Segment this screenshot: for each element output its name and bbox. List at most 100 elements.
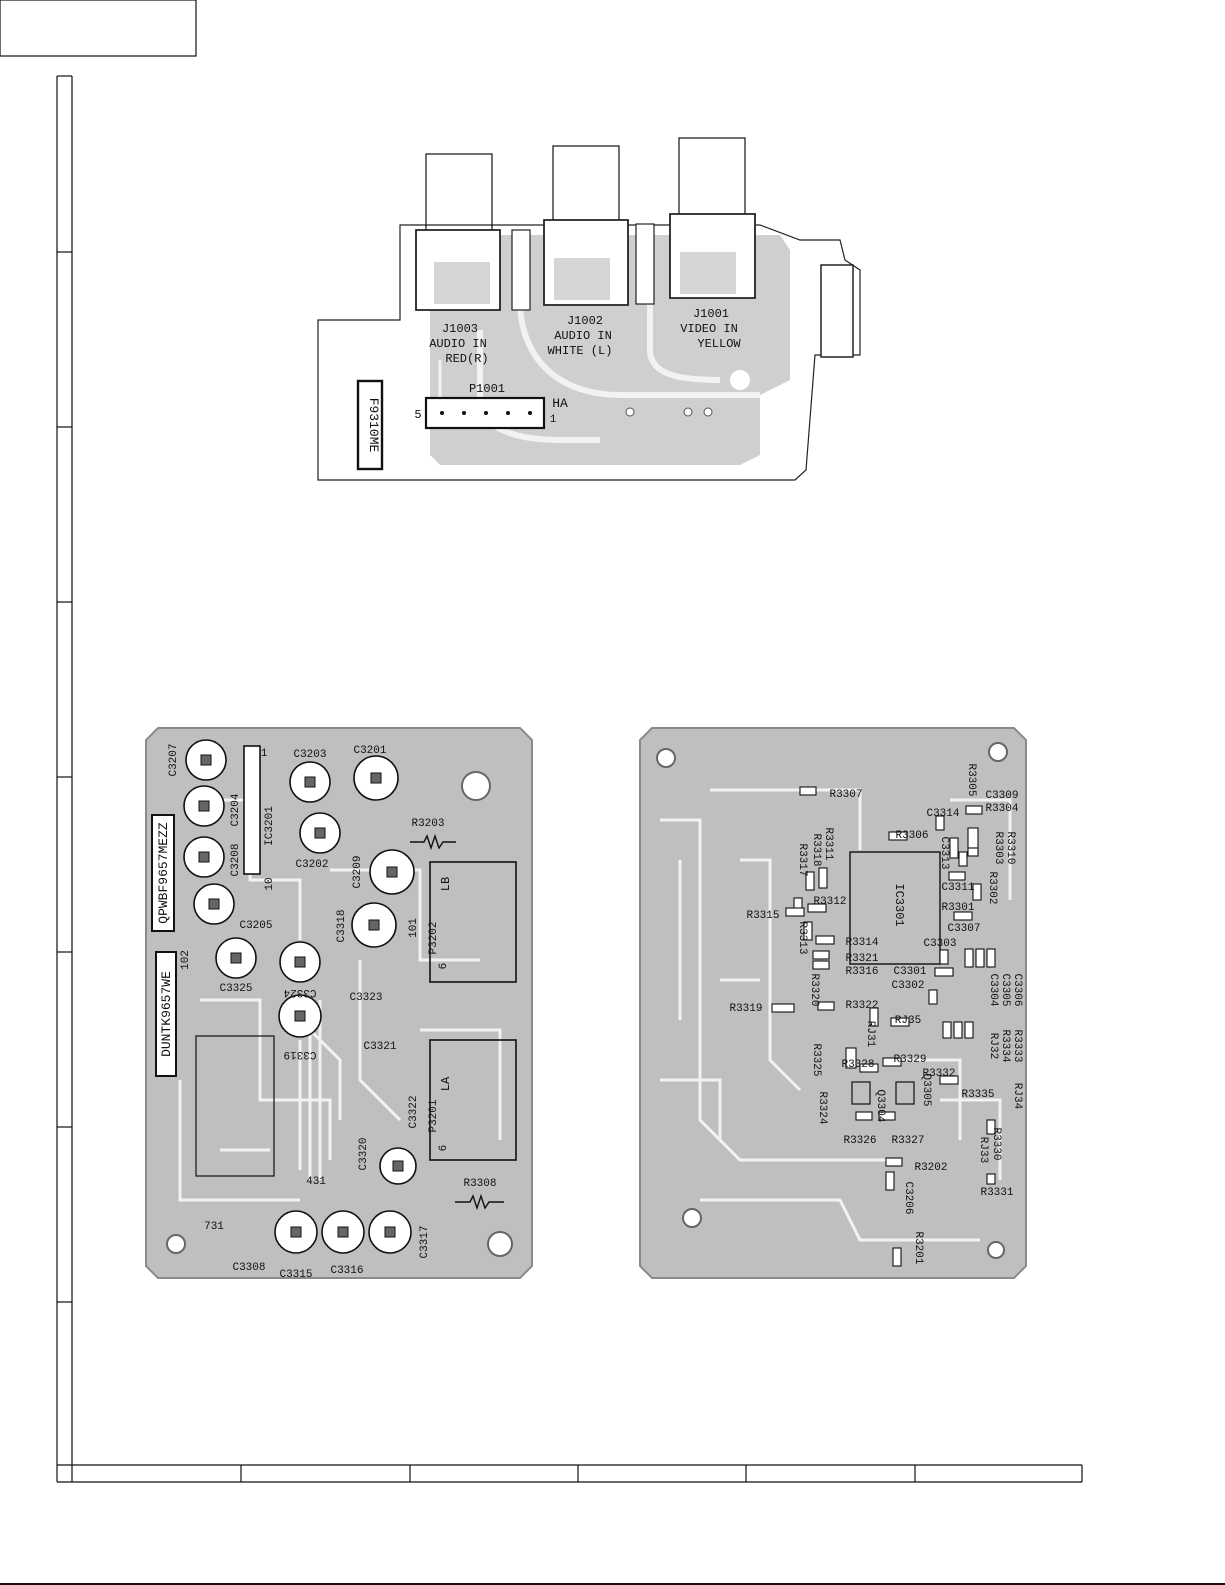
svg-text:6: 6 xyxy=(438,1145,450,1152)
svg-text:R3321: R3321 xyxy=(845,953,878,965)
svg-text:C3202: C3202 xyxy=(295,859,328,871)
svg-text:C3317: C3317 xyxy=(419,1225,431,1258)
svg-text:AUDIO IN: AUDIO IN xyxy=(429,337,487,351)
board-code-box xyxy=(356,379,384,471)
svg-text:C3316: C3316 xyxy=(330,1265,363,1277)
svg-text:C3304: C3304 xyxy=(987,973,999,1006)
board-code-box-DUNTK xyxy=(155,951,177,1077)
svg-text:R3327: R3327 xyxy=(891,1135,924,1147)
ic-IC3301 xyxy=(849,851,941,965)
svg-text:R3335: R3335 xyxy=(961,1089,994,1101)
svg-text:5: 5 xyxy=(414,408,421,422)
board-code-box-QPWB xyxy=(151,814,175,932)
svg-text:C3207: C3207 xyxy=(168,743,180,776)
svg-text:R3203: R3203 xyxy=(411,818,444,830)
svg-text:LA: LA xyxy=(439,1076,453,1091)
svg-text:C3313: C3313 xyxy=(938,836,950,869)
svg-text:C3303: C3303 xyxy=(923,938,956,950)
svg-text:R3314: R3314 xyxy=(845,937,878,949)
svg-text:C3319: C3319 xyxy=(283,1048,316,1060)
ic-IC3201 xyxy=(243,745,261,875)
svg-text:C3205: C3205 xyxy=(239,920,272,932)
svg-text:431: 431 xyxy=(306,1176,326,1188)
svg-text:6: 6 xyxy=(438,963,450,970)
svg-text:R3313: R3313 xyxy=(796,921,808,954)
svg-text:C3325: C3325 xyxy=(219,983,252,995)
svg-text:C3209: C3209 xyxy=(352,855,364,888)
jack-label-J1003: J1003 xyxy=(442,322,478,336)
svg-text:R3317: R3317 xyxy=(796,843,808,876)
connector-label-P1001: P1001 xyxy=(469,382,505,396)
svg-text:R3201: R3201 xyxy=(912,1231,924,1264)
svg-text:R3301: R3301 xyxy=(941,902,974,914)
svg-text:C3320: C3320 xyxy=(358,1137,370,1170)
left-board: C3207 C3204 C3208 IC3201 C3203 C3201 C32… xyxy=(145,727,533,1281)
svg-text:R3307: R3307 xyxy=(829,789,862,801)
svg-text:10: 10 xyxy=(264,877,276,890)
svg-text:731: 731 xyxy=(204,1221,224,1233)
svg-text:Q3304: Q3304 xyxy=(874,1089,886,1122)
jack-label-J1002: J1002 xyxy=(567,314,603,328)
svg-text:RED(R): RED(R) xyxy=(445,352,488,366)
svg-text:P3201: P3201 xyxy=(428,1099,440,1132)
svg-text:R3330: R3330 xyxy=(990,1127,1002,1160)
board-code-DUNTK9657WE: DUNTK9657WE xyxy=(159,971,174,1057)
svg-text:C3322: C3322 xyxy=(408,1095,420,1128)
svg-text:R3311: R3311 xyxy=(822,827,834,860)
svg-text:WHITE (L): WHITE (L) xyxy=(548,344,613,358)
svg-text:YELLOW: YELLOW xyxy=(697,337,741,351)
svg-text:C3308: C3308 xyxy=(232,1262,265,1274)
svg-text:C3302: C3302 xyxy=(891,980,924,992)
left-capacitors xyxy=(183,739,417,1254)
svg-text:VIDEO IN: VIDEO IN xyxy=(680,322,738,336)
svg-text:C3311: C3311 xyxy=(941,882,974,894)
svg-text:C3314: C3314 xyxy=(926,808,959,820)
left-board-labels: C3207 C3204 C3208 IC3201 C3203 C3201 C32… xyxy=(168,743,497,1281)
svg-text:R3333: R3333 xyxy=(1011,1029,1023,1062)
svg-text:AUDIO IN: AUDIO IN xyxy=(554,329,612,343)
svg-text:R3331: R3331 xyxy=(980,1187,1013,1199)
svg-text:R3322: R3322 xyxy=(845,1000,878,1012)
svg-text:R3316: R3316 xyxy=(845,966,878,978)
board-code-QPWBF9657MEZZ: QPWBF9657MEZZ xyxy=(156,822,171,924)
connector-tag-HA: HA xyxy=(552,396,568,411)
svg-text:R3202: R3202 xyxy=(914,1162,947,1174)
svg-text:R3310: R3310 xyxy=(1004,831,1016,864)
svg-text:RJ31: RJ31 xyxy=(864,1021,876,1048)
board-code-F9310ME: F9310ME xyxy=(366,398,381,453)
svg-text:RJ35: RJ35 xyxy=(895,1015,921,1027)
svg-text:RJ33: RJ33 xyxy=(977,1137,989,1163)
svg-text:C3301: C3301 xyxy=(893,966,926,978)
right-board: R3307 R3305 C3309 R3304 C3314 R3306 C331… xyxy=(639,727,1027,1279)
jack-J1003 xyxy=(415,153,501,311)
svg-text:C3204: C3204 xyxy=(230,793,242,826)
svg-text:C3306: C3306 xyxy=(1011,973,1023,1006)
svg-text:C3307: C3307 xyxy=(947,923,980,935)
svg-text:C3323: C3323 xyxy=(349,992,382,1004)
svg-text:R3329: R3329 xyxy=(893,1054,926,1066)
svg-text:1: 1 xyxy=(261,748,268,760)
svg-text:IC3201: IC3201 xyxy=(264,806,276,846)
svg-text:R3312: R3312 xyxy=(813,896,846,908)
svg-text:LB: LB xyxy=(439,877,453,891)
svg-text:C3206: C3206 xyxy=(902,1181,914,1214)
svg-text:C3315: C3315 xyxy=(279,1269,312,1281)
svg-text:R3319: R3319 xyxy=(729,1003,762,1015)
svg-text:R3325: R3325 xyxy=(810,1043,822,1076)
svg-text:C3203: C3203 xyxy=(293,749,326,761)
svg-text:101: 101 xyxy=(408,918,420,938)
svg-text:R3315: R3315 xyxy=(746,910,779,922)
right-board-labels: R3307 R3305 C3309 R3304 C3314 R3306 C331… xyxy=(729,763,1023,1264)
svg-text:102: 102 xyxy=(180,950,192,970)
svg-text:C3321: C3321 xyxy=(363,1041,396,1053)
svg-text:R3306: R3306 xyxy=(895,830,928,842)
svg-text:C3201: C3201 xyxy=(353,745,386,757)
svg-text:IC3301: IC3301 xyxy=(892,883,906,926)
svg-text:RJ34: RJ34 xyxy=(1011,1083,1023,1110)
svg-text:P3202: P3202 xyxy=(428,921,440,954)
svg-text:R3304: R3304 xyxy=(985,803,1018,815)
right-smd-parts xyxy=(771,786,996,1267)
svg-text:C3318: C3318 xyxy=(336,909,348,942)
